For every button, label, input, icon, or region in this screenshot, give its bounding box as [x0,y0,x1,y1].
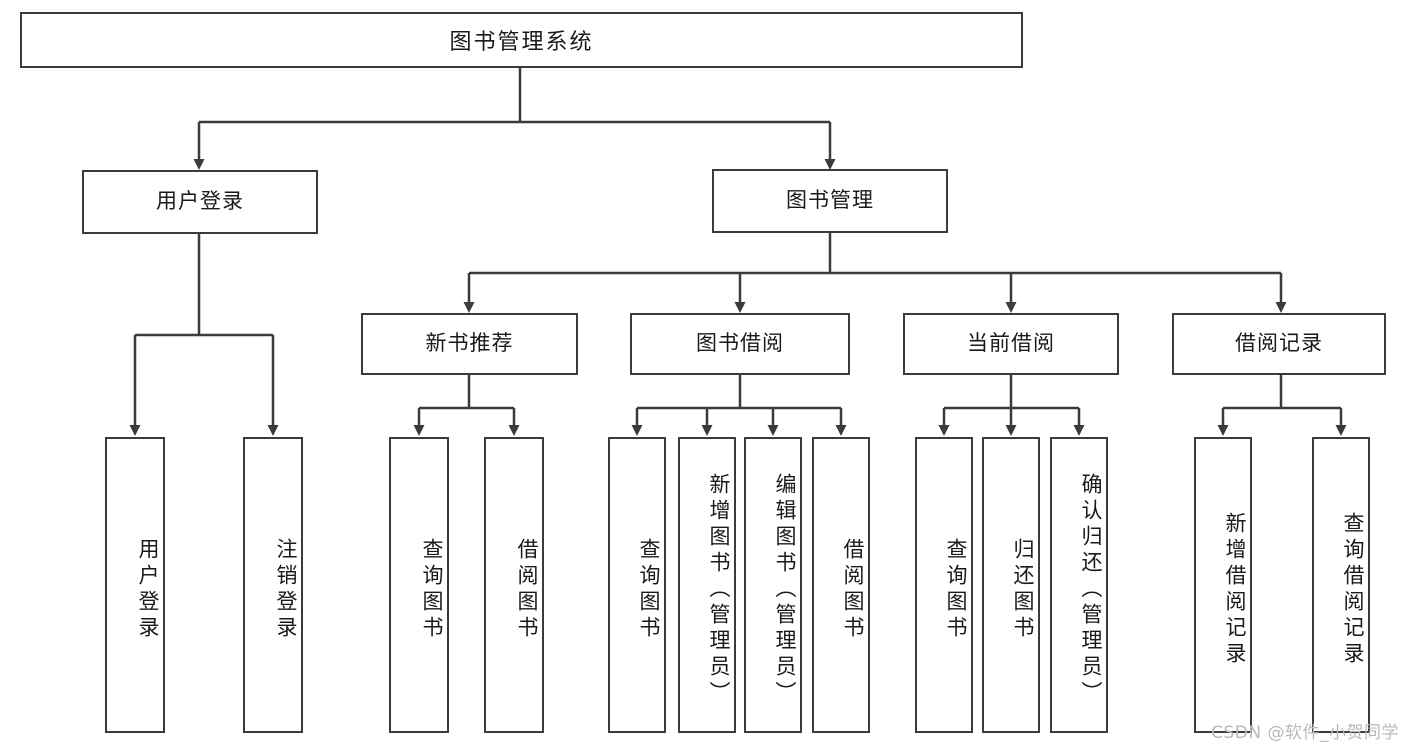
node-book-manage[interactable]: 图书管理 [712,169,948,233]
leaf-borrow-edit-book-admin[interactable]: 编辑图书（管理员） [744,437,802,733]
leaf-user-login[interactable]: 用户登录 [105,437,165,733]
node-borrow-record[interactable]: 借阅记录 [1172,313,1386,375]
leaf-recommend-query-book[interactable]: 查询图书 [389,437,449,733]
node-new-book-recommend[interactable]: 新书推荐 [361,313,578,375]
node-root-system[interactable]: 图书管理系统 [20,12,1023,68]
leaf-user-logout[interactable]: 注销登录 [243,437,303,733]
leaf-borrow-query-book[interactable]: 查询图书 [608,437,666,733]
leaf-current-return-book[interactable]: 归还图书 [982,437,1040,733]
csdn-watermark: CSDN @软件_小贺同学 [1211,723,1399,743]
node-user-login[interactable]: 用户登录 [82,170,318,234]
leaf-record-query-borrow-record[interactable]: 查询借阅记录 [1312,437,1370,733]
leaf-record-add-borrow-record[interactable]: 新增借阅记录 [1194,437,1252,733]
node-book-borrow[interactable]: 图书借阅 [630,313,850,375]
leaf-current-confirm-return-admin[interactable]: 确认归还（管理员） [1050,437,1108,733]
node-current-borrow[interactable]: 当前借阅 [903,313,1119,375]
leaf-current-query-book[interactable]: 查询图书 [915,437,973,733]
leaf-borrow-borrow-book[interactable]: 借阅图书 [812,437,870,733]
leaf-recommend-borrow-book[interactable]: 借阅图书 [484,437,544,733]
leaf-borrow-add-book-admin[interactable]: 新增图书（管理员） [678,437,736,733]
